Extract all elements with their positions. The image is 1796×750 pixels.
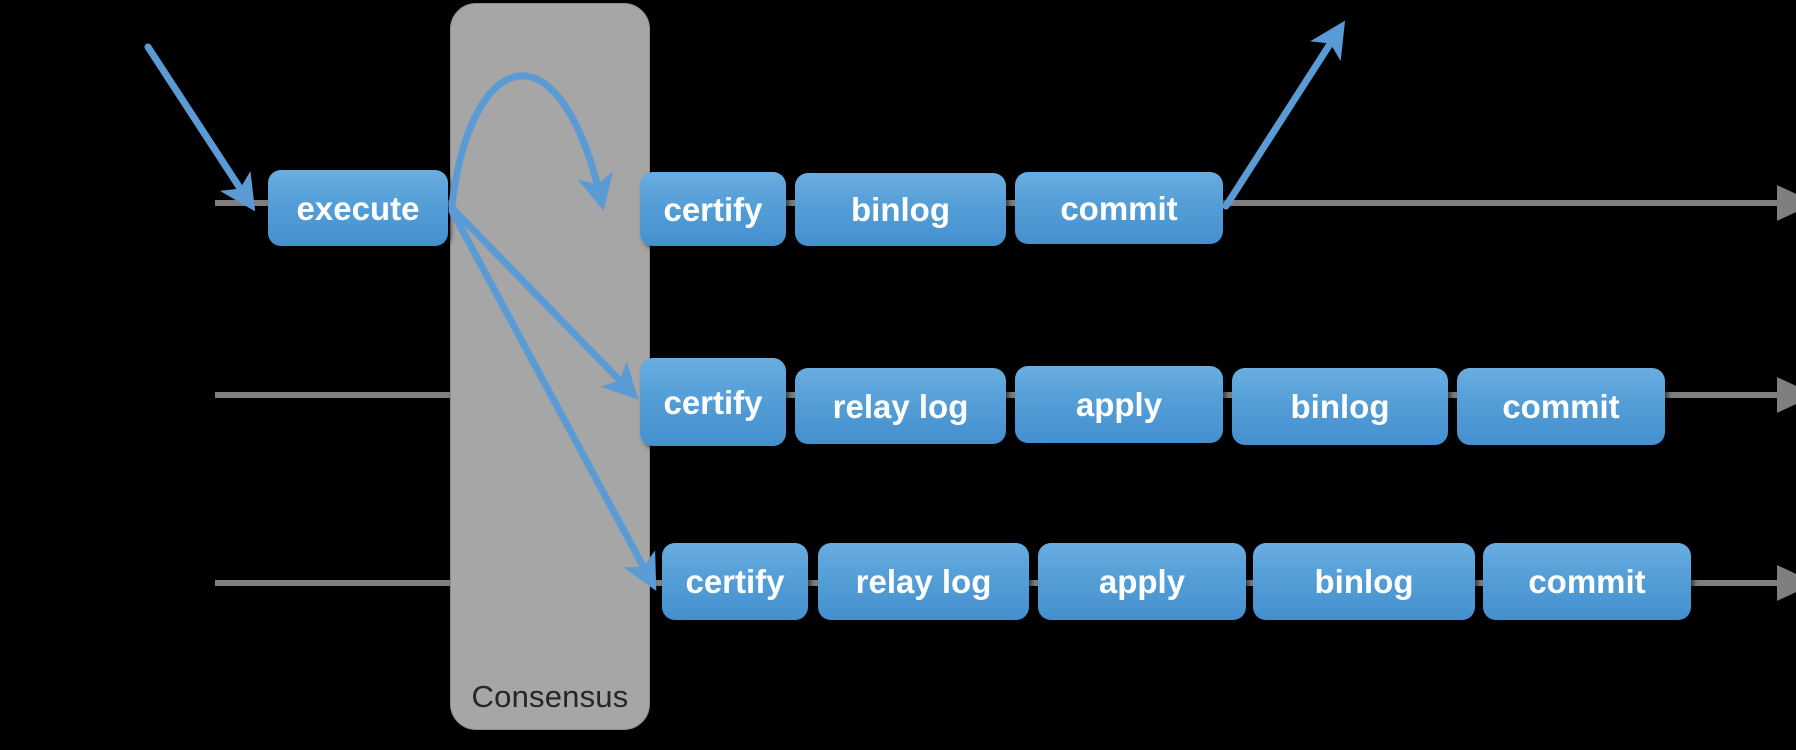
stage-box-label: apply: [1098, 563, 1186, 600]
stage-box-label: relay log: [832, 387, 969, 425]
stage-box-label: binlog: [1314, 563, 1414, 600]
stage-box-label: certify: [685, 563, 785, 600]
stage-box-originating-member-commit[interactable]: commit: [1015, 172, 1223, 244]
stage-box-secondary-member-2-relay-log[interactable]: relay log: [818, 543, 1029, 620]
stage-box-secondary-member-2-commit[interactable]: commit: [1483, 543, 1691, 620]
stage-box-secondary-member-1-commit[interactable]: commit: [1457, 368, 1665, 445]
stage-box-label: commit: [1060, 189, 1178, 227]
stage-box-label: binlog: [1290, 388, 1390, 425]
stage-box-secondary-member-2-certify[interactable]: certify: [662, 543, 808, 620]
stage-box-secondary-member-2-apply[interactable]: apply: [1038, 543, 1246, 620]
stage-box-secondary-member-1-certify[interactable]: certify: [640, 358, 786, 446]
stage-box-secondary-member-2-binlog[interactable]: binlog: [1253, 543, 1475, 620]
stage-box-label: commit: [1528, 563, 1646, 600]
consensus-label: Consensus: [471, 679, 629, 714]
stage-box-label: commit: [1502, 388, 1620, 425]
stage-box-label: relay log: [855, 563, 992, 600]
stage-box-label: certify: [663, 383, 763, 421]
stage-box-label: apply: [1075, 386, 1163, 423]
stage-box-originating-member-execute[interactable]: execute: [268, 170, 448, 246]
stage-box-label: binlog: [851, 191, 950, 228]
consensus-region: Consensus: [450, 3, 650, 730]
stage-box-label: certify: [663, 190, 763, 228]
stage-box-originating-member-certify[interactable]: certify: [640, 172, 786, 246]
stage-box-secondary-member-1-binlog[interactable]: binlog: [1232, 368, 1448, 445]
stage-box-originating-member-binlog[interactable]: binlog: [795, 173, 1006, 246]
stage-box-label: execute: [296, 189, 420, 227]
stage-box-secondary-member-1-relay-log[interactable]: relay log: [795, 368, 1006, 444]
stage-box-secondary-member-1-apply[interactable]: apply: [1015, 366, 1223, 443]
